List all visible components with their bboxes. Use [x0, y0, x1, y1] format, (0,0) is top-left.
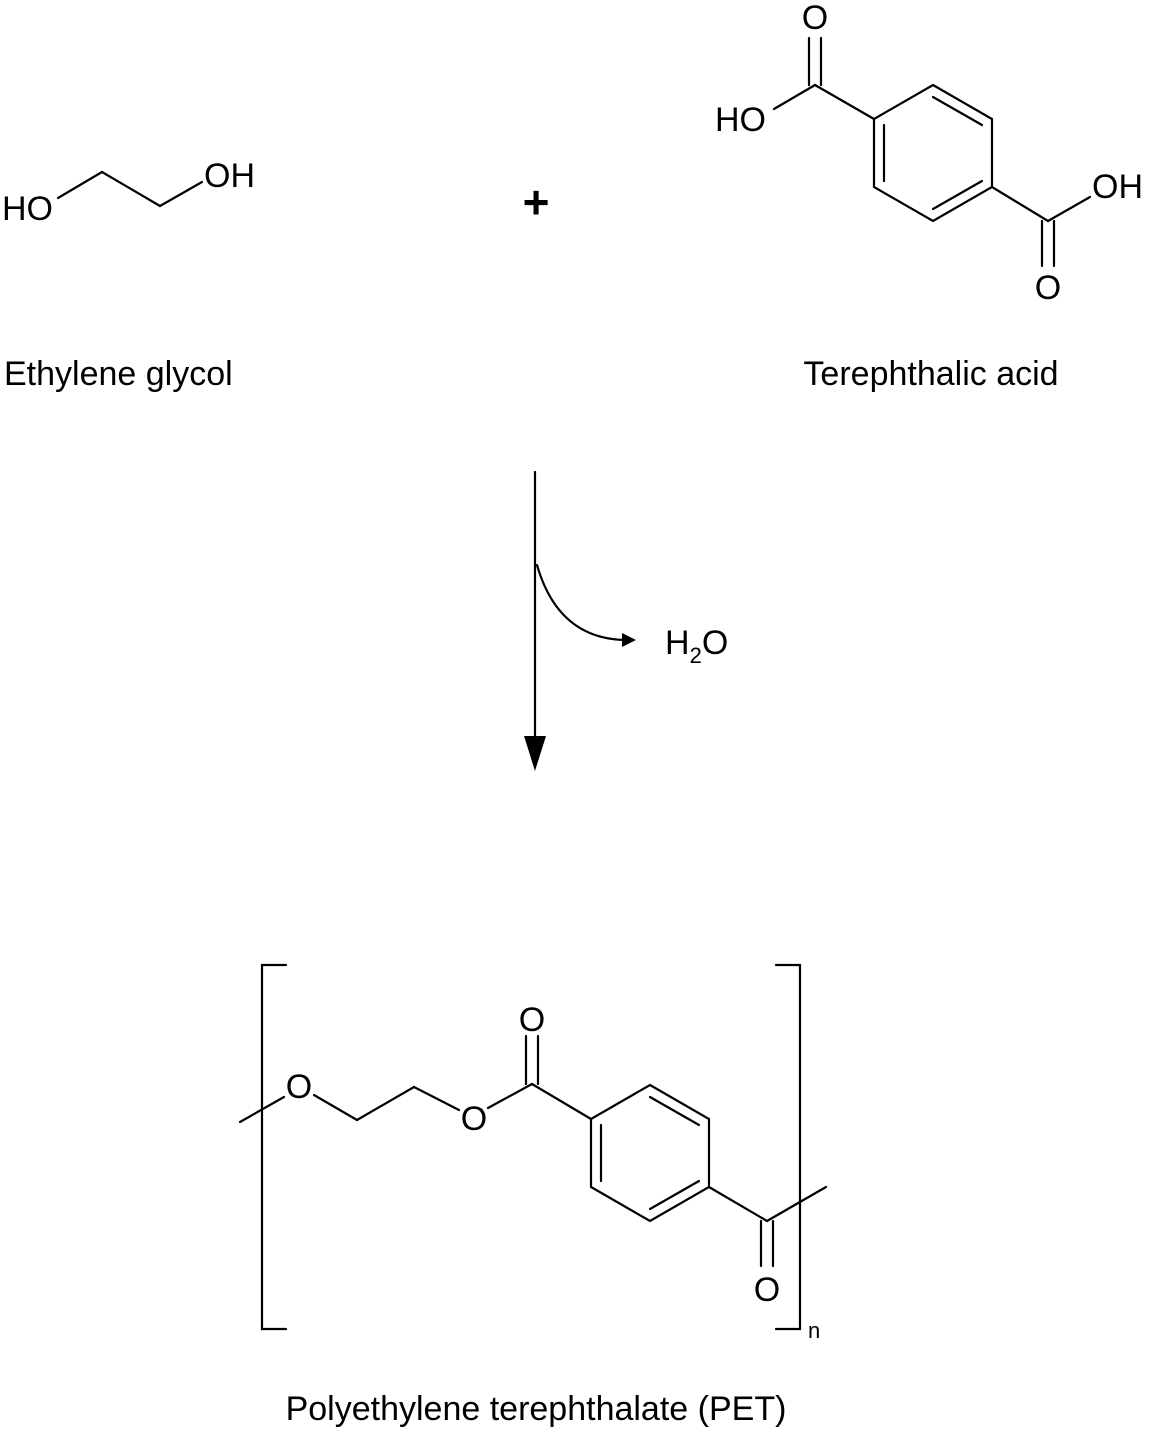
pet-name: Polyethylene terephthalate (PET) [286, 1390, 787, 1428]
ta-ho-label: HO [715, 101, 766, 139]
water-byproduct-label: H2O [665, 624, 728, 668]
pet-structure: O O O O n [238, 963, 828, 1343]
eg-oh-label: OH [204, 157, 255, 195]
ta-oh-label: OH [1092, 168, 1143, 206]
ethylene-glycol-structure: HO OH [2, 157, 255, 228]
terephthalic-acid-name: Terephthalic acid [803, 355, 1058, 393]
pet-o-ether1-label: O [286, 1068, 312, 1106]
pet-o-carbonyl-top-label: O [519, 1001, 545, 1039]
repeat-unit-subscript: n [808, 1318, 820, 1343]
pet-o-ester-label: O [461, 1100, 487, 1138]
pet-o-carbonyl-bottom-label: O [754, 1271, 780, 1309]
ethylene-glycol-name: Ethylene glycol [4, 355, 233, 393]
water-elimination-arrow [535, 563, 636, 647]
ta-o-top-label: O [802, 0, 828, 37]
terephthalic-acid-structure: O HO OH O [715, 0, 1143, 307]
eg-ho-label: HO [2, 190, 53, 228]
ta-o-bottom-label: O [1035, 269, 1061, 307]
plus-sign: + [523, 176, 550, 228]
reaction-arrow [524, 470, 546, 771]
